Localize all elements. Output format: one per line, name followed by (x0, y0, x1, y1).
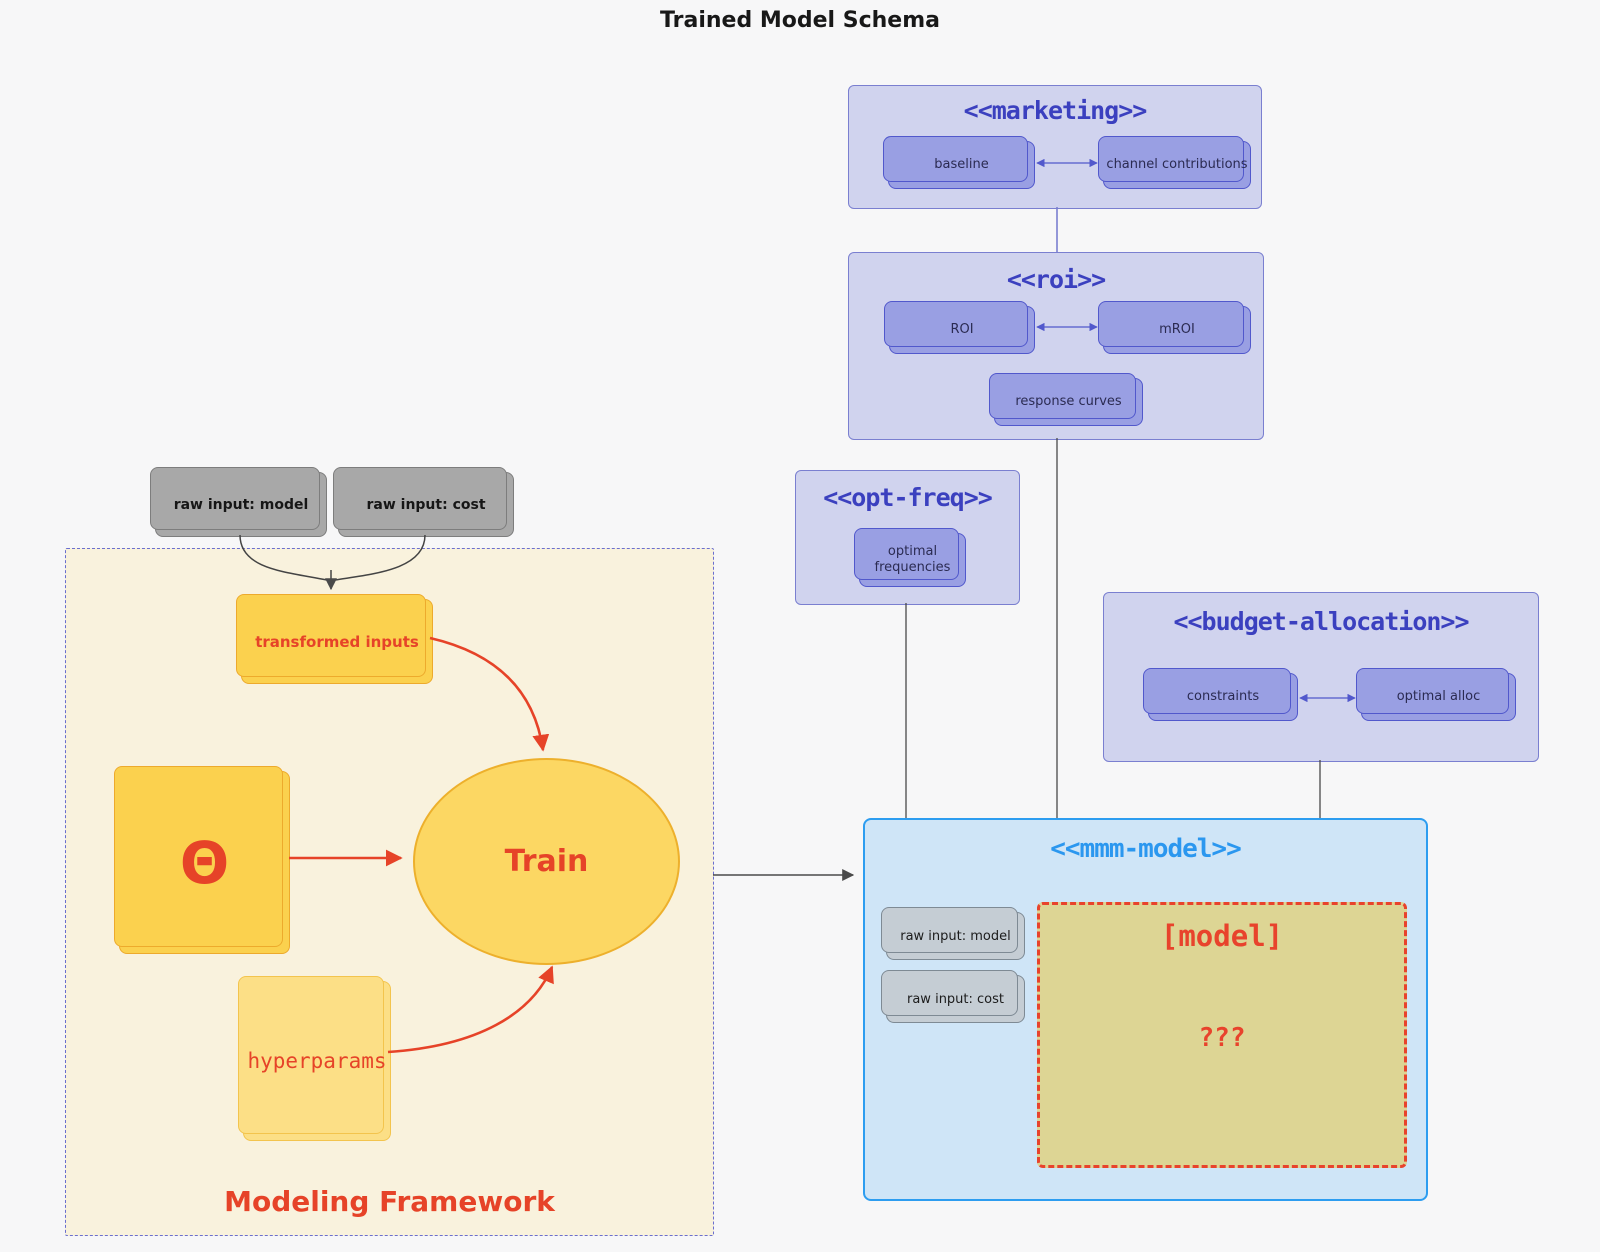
node-train: Train (413, 758, 680, 965)
node-baseline: baseline (888, 141, 1035, 189)
node-channel-contributions: channel contributions (1103, 141, 1251, 189)
cluster-mmm-model-title: <<mmm-model>> (1050, 834, 1242, 864)
node-constraints: constraints (1148, 673, 1298, 721)
cluster-opt-freq-title: <<opt-freq>> (823, 483, 993, 512)
cluster-budget-allocation: <<budget-allocation>> constraints optima… (1103, 592, 1539, 762)
modeling-framework-label: Modeling Framework (224, 1185, 555, 1218)
node-roi: ROI (889, 306, 1035, 354)
model-slot-unknown: ??? (1198, 1023, 1246, 1053)
cluster-roi: <<roi>> ROI mROI response curves (848, 252, 1264, 440)
cluster-roi-title: <<roi>> (1006, 265, 1106, 294)
cluster-mmm-model: <<mmm-model>> raw input: model raw input… (863, 818, 1428, 1201)
node-raw-input-model-internal: raw input: model (886, 912, 1025, 960)
node-raw-input-cost-internal: raw input: cost (886, 975, 1025, 1023)
page-title: Trained Model Schema (660, 8, 940, 33)
cluster-budget-allocation-title: <<budget-allocation>> (1173, 607, 1469, 636)
node-mroi: mROI (1103, 306, 1251, 354)
node-hyperparams: hyperparams (243, 981, 391, 1141)
node-response-curves: response curves (994, 378, 1143, 426)
node-optimal-alloc: optimal alloc (1361, 673, 1516, 721)
cluster-marketing: <<marketing>> baseline channel contribut… (848, 85, 1262, 209)
cluster-opt-freq: <<opt-freq>> optimal frequencies (795, 470, 1020, 605)
node-raw-input-model: raw input: model (155, 472, 327, 537)
cluster-modeling-framework: transformed inputs Θ Train hyperparams M… (65, 548, 714, 1236)
cluster-marketing-title: <<marketing>> (963, 96, 1148, 125)
node-transformed-inputs: transformed inputs (241, 599, 433, 684)
node-optimal-frequencies: optimal frequencies (859, 533, 966, 587)
node-raw-input-cost: raw input: cost (338, 472, 514, 537)
model-slot-title: [model] (1160, 919, 1284, 953)
node-theta: Θ (119, 771, 290, 954)
node-model-slot: [model] ??? (1037, 902, 1407, 1168)
